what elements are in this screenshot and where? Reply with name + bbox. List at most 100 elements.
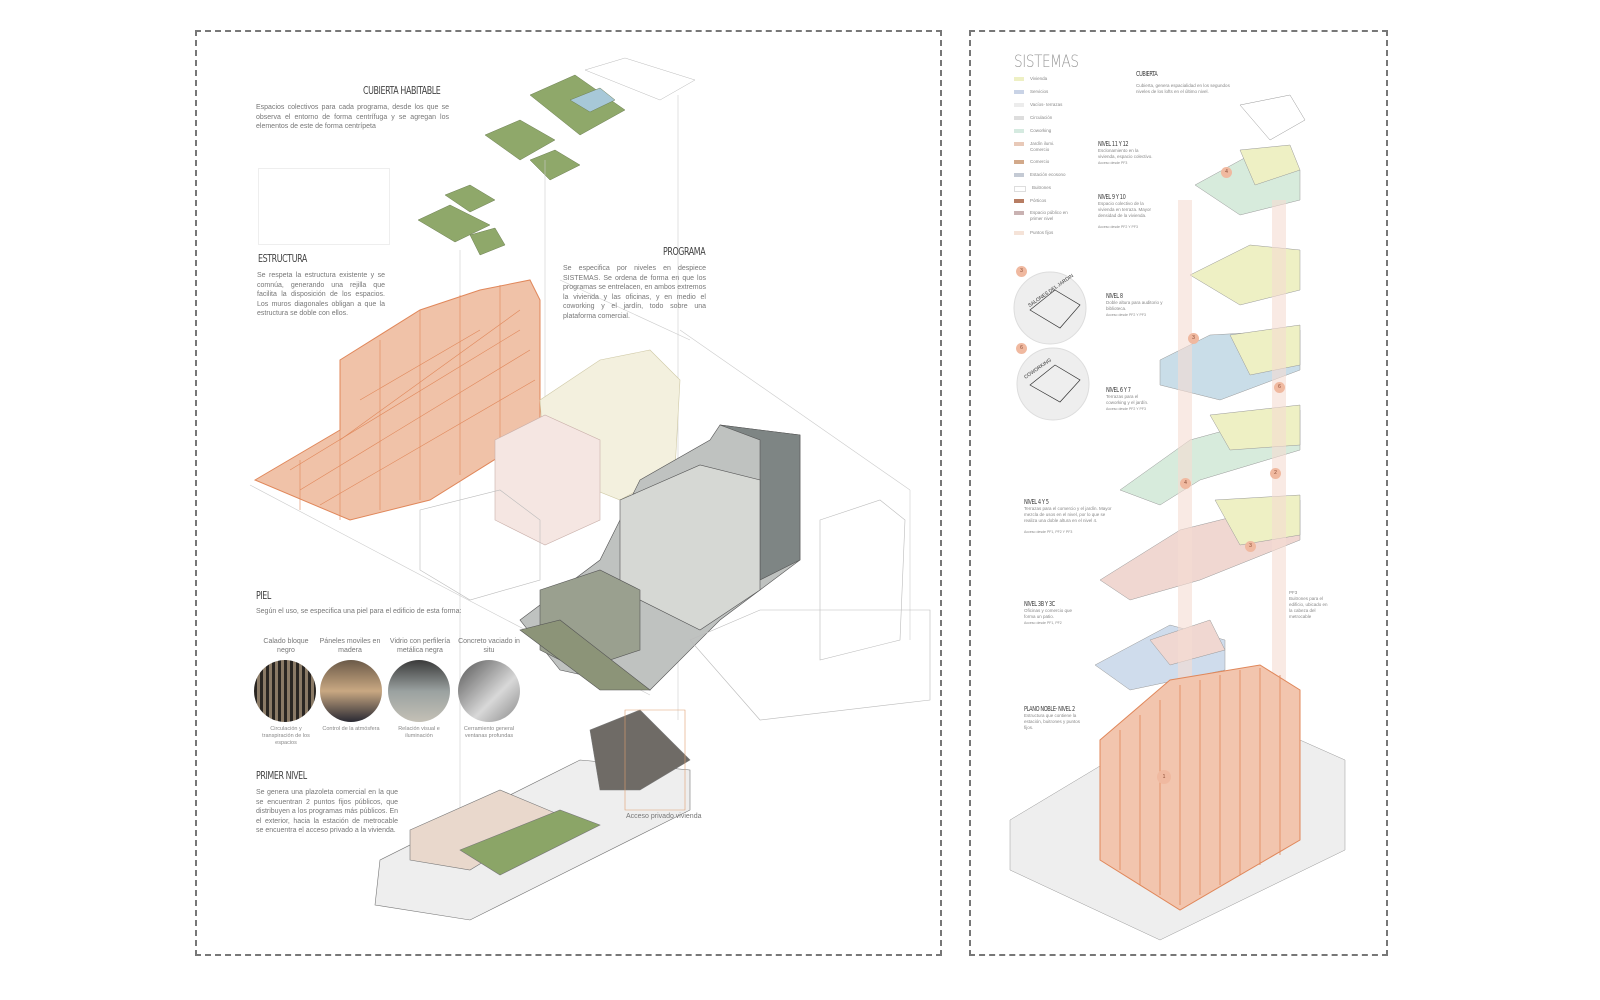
ground-floor — [374, 709, 691, 921]
level-access: Acceso desde PF2 Y PF3 — [1106, 313, 1146, 317]
legend-item: Comercio — [1014, 159, 1049, 165]
cubierta-title: CUBIERTA HABITABLE — [363, 84, 441, 97]
legend-swatch — [1014, 129, 1024, 133]
inset-sketches — [1029, 289, 1081, 403]
level-title: NIVEL 11 Y 12 — [1098, 140, 1129, 148]
level-badge: 3 — [1245, 541, 1256, 552]
level-access: Acceso desde PF1, PF2 Y PF3 — [1024, 530, 1073, 534]
legend-label: Comercio — [1030, 159, 1050, 164]
orange-structure — [253, 279, 541, 521]
legend-item: Pórticos — [1014, 198, 1046, 204]
cubierta-text: Espacios colectivos para cada programa, … — [256, 104, 449, 130]
level-title: NIVEL 6 Y 7 — [1106, 386, 1131, 394]
legend-label: Circulación — [1030, 115, 1053, 120]
acceso-label: Acceso privado vivienda — [626, 813, 702, 820]
legend-item: Buitrones — [1014, 185, 1051, 192]
legend-swatch — [1014, 186, 1026, 192]
skin-title: Concreto vaciado in situ — [458, 638, 520, 654]
legend-label: Espacio público en primer nivel — [1030, 210, 1068, 221]
level-access: Acceso desde PF1, PF2 — [1024, 621, 1062, 625]
level-badge: 3 — [1188, 333, 1199, 344]
skin-caption: Control de la atmósfera — [322, 726, 380, 732]
legend-label: Vivienda — [1030, 76, 1048, 81]
level-title: NIVEL 3B Y 3C — [1024, 600, 1055, 608]
legend-swatch — [1014, 103, 1024, 107]
level-access: Acceso desde PF2 Y PF3 — [1106, 407, 1146, 411]
legend-item: Estación ecosono — [1014, 172, 1066, 178]
cubierta-right-text: Cubierta, genera espacialidad en los seg… — [1136, 83, 1230, 94]
legend-label: Servicios — [1030, 89, 1049, 94]
side-note-text: Buitrones para el edificio, ubicado en l… — [1289, 596, 1328, 619]
legend-label: Pórticos — [1030, 198, 1047, 203]
level-title: NIVEL 8 — [1106, 292, 1123, 300]
legend-swatch — [1014, 90, 1024, 94]
programa-text: Se especifica por niveles en despiece SI… — [563, 265, 706, 320]
level-title: PLANO NOBLE- NIVEL 2 — [1024, 705, 1075, 713]
legend-label: Coworking — [1030, 128, 1052, 133]
level-text: Terrazas para el coworking y el jardín. — [1106, 394, 1149, 405]
legend-swatch — [1014, 173, 1024, 177]
base-building — [1009, 664, 1346, 941]
skin-photo-wood — [320, 660, 382, 722]
legend-item: Puntos fijos — [1014, 230, 1053, 236]
skin-caption: Circulación y transpiración de los espac… — [262, 726, 310, 746]
legend-label: Puntos fijos — [1030, 230, 1054, 235]
level-title: NIVEL 9 Y 10 — [1098, 193, 1126, 201]
inset-badge: 3 — [1016, 266, 1027, 277]
skin-title: Calado bloque negro — [263, 638, 309, 654]
primer-nivel-title: PRIMER NIVEL — [256, 769, 307, 782]
skin-caption: Cerramiento general ventanas profundas — [463, 726, 515, 739]
legend-swatch — [1014, 116, 1024, 120]
level-badge: 4 — [1180, 478, 1191, 489]
legend-label: Jardín ilumi. Comercio — [1030, 141, 1055, 152]
level-title: NIVEL 4 Y 5 — [1024, 498, 1049, 506]
legend-swatch — [1014, 199, 1024, 203]
legend-item: Vacíos- terrazas — [1014, 102, 1062, 108]
legend-swatch — [1014, 231, 1024, 235]
ghost-building — [494, 349, 681, 546]
inset-badge: 6 — [1016, 343, 1027, 354]
level-access: Acceso desde PF3 — [1098, 161, 1128, 165]
right-board — [969, 30, 1388, 956]
gray-building — [519, 424, 801, 691]
piel-title: PIEL — [256, 589, 271, 602]
estructura-title: ESTRUCTURA — [258, 252, 307, 265]
skin-photo-block — [254, 660, 316, 722]
skin-title: Vidrio con perfilería metálica negra — [389, 638, 451, 654]
programa-title: PROGRAMA — [663, 245, 706, 258]
level-text: Espacio colectivo de la vivienda en terr… — [1098, 201, 1152, 218]
level-text: Esclonamiento en la vivienda, espacio co… — [1098, 148, 1153, 159]
skin-photo-concrete — [458, 660, 520, 722]
exploded-levels — [1094, 94, 1306, 691]
legend-swatch — [1014, 211, 1024, 215]
legend-item: Servicios — [1014, 89, 1048, 95]
legend-label: Buitrones — [1032, 185, 1052, 190]
level-text: Terrazas para el comercio y el jardín. M… — [1024, 506, 1112, 523]
level-badge: 4 — [1221, 167, 1232, 178]
estructura-text: Se respeta la estructura existente y se … — [257, 272, 385, 317]
piel-text: Según el uso, se especifica una piel par… — [256, 608, 462, 615]
skin-caption: Relación visual e iluminación — [398, 726, 440, 739]
legend-item: Espacio público en primer nivel — [1014, 210, 1079, 222]
context-sketches — [419, 489, 931, 721]
legend-swatch — [1014, 142, 1024, 146]
primer-nivel-text: Se genera una plazoleta comercial en la … — [256, 789, 398, 834]
left-board — [195, 30, 942, 956]
legend-swatch — [1014, 160, 1024, 164]
cubierta-right-title: CUBIERTA — [1136, 70, 1158, 78]
level-text: Oficinas y comercio que forma un patio. — [1024, 608, 1073, 619]
level-text: Estructura que contiene la estación, bui… — [1024, 713, 1081, 730]
legend-swatch — [1014, 77, 1024, 81]
legend-item: Circulación — [1014, 115, 1052, 121]
legend-item: Coworking — [1014, 128, 1051, 134]
level-badge: 6 — [1274, 382, 1285, 393]
structure-diagram — [258, 168, 390, 245]
legend-item: Vivienda — [1014, 76, 1047, 82]
level-badge: 1 — [1157, 770, 1171, 784]
